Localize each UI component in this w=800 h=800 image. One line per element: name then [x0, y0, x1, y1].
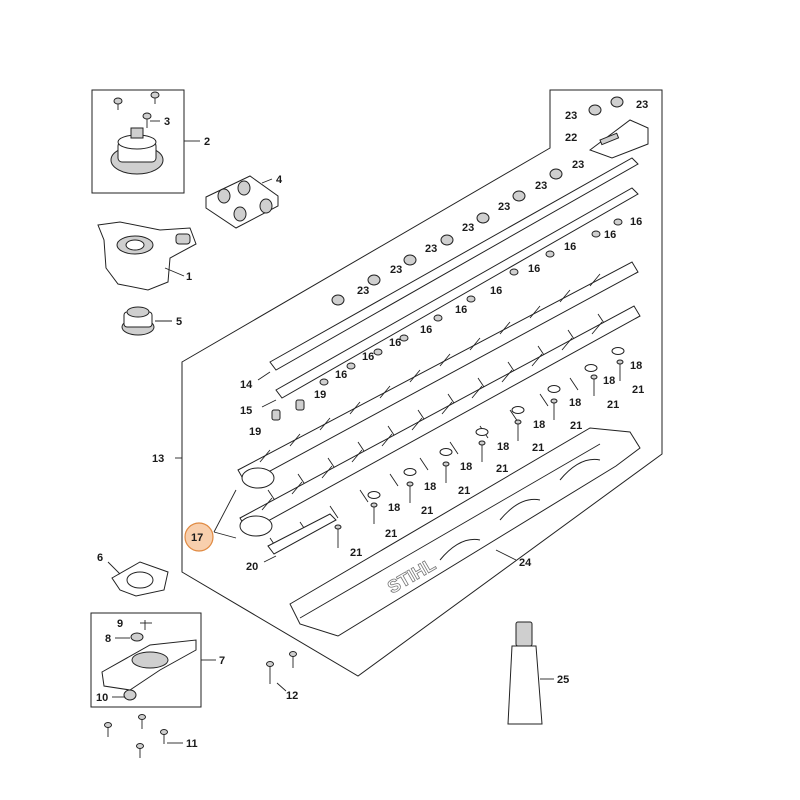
washer-row-16[interactable] [319, 218, 623, 386]
spacer-set-19[interactable] [271, 399, 305, 421]
callout-16-f[interactable]: 16 [490, 285, 502, 297]
callout-18-e[interactable]: 18 [533, 419, 545, 431]
screw-set-11[interactable] [104, 714, 168, 759]
callout-23-b[interactable]: 23 [390, 264, 402, 276]
callout-16-h[interactable]: 16 [564, 241, 576, 253]
base-plate-part[interactable] [101, 620, 197, 701]
callout-18-f[interactable]: 18 [569, 397, 581, 409]
washer-row-18[interactable] [367, 347, 625, 499]
callout-23-e[interactable]: 23 [498, 201, 510, 213]
callout-18-g[interactable]: 18 [603, 375, 615, 387]
callout-10[interactable]: 10 [96, 692, 108, 704]
callout-21-e[interactable]: 21 [496, 463, 508, 475]
callout-5[interactable]: 5 [176, 316, 182, 328]
callout-11[interactable]: 11 [186, 738, 198, 750]
callout-16-a[interactable]: 16 [335, 369, 347, 381]
callout-1[interactable]: 1 [186, 271, 192, 283]
screw-icon-3a [113, 91, 160, 128]
callout-20[interactable]: 20 [246, 561, 258, 573]
assembly-frame [181, 89, 663, 677]
callout-23-g[interactable]: 23 [572, 159, 584, 171]
callout-7[interactable]: 7 [219, 655, 225, 667]
screw-row-21[interactable] [334, 359, 624, 548]
bushing-set-part[interactable] [205, 175, 279, 229]
callout-16-i[interactable]: 16 [604, 229, 616, 241]
callout-25[interactable]: 25 [557, 674, 569, 686]
callout-21-c[interactable]: 21 [421, 505, 433, 517]
callout-24[interactable]: 24 [519, 557, 532, 569]
callout-13[interactable]: 13 [152, 453, 164, 465]
callout-6[interactable]: 6 [97, 552, 103, 564]
callout-16-g[interactable]: 16 [528, 263, 540, 275]
lower-plate-20[interactable] [267, 513, 337, 555]
callout-16-e[interactable]: 16 [455, 304, 467, 316]
callout-23-d[interactable]: 23 [462, 222, 474, 234]
callout-21-h[interactable]: 21 [607, 399, 619, 411]
callout-4[interactable]: 4 [276, 174, 283, 186]
callout-3[interactable]: 3 [164, 116, 170, 128]
callout-21-g[interactable]: 21 [570, 420, 582, 432]
callout-19-a[interactable]: 19 [249, 426, 261, 438]
blade-rail-14[interactable] [269, 157, 639, 371]
callout-16-d[interactable]: 16 [420, 324, 432, 336]
screw-set-12[interactable] [266, 651, 297, 685]
cutter-blade-upper[interactable] [237, 261, 639, 503]
callout-12[interactable]: 12 [286, 690, 298, 702]
callout-16-c[interactable]: 16 [389, 337, 401, 349]
callout-23-f[interactable]: 23 [535, 180, 547, 192]
callout-21-d[interactable]: 21 [458, 485, 470, 497]
callout-18-c[interactable]: 18 [460, 461, 472, 473]
callout-8[interactable]: 8 [105, 633, 111, 645]
nut-part-5[interactable] [121, 306, 155, 336]
callout-17[interactable]: 17 [191, 532, 203, 544]
callout-14[interactable]: 14 [240, 379, 253, 391]
callout-23-i[interactable]: 23 [636, 99, 648, 111]
callout-16-b[interactable]: 16 [362, 351, 374, 363]
callout-2[interactable]: 2 [204, 136, 210, 148]
blade-rail-15[interactable] [275, 187, 639, 399]
callout-23-c[interactable]: 23 [425, 243, 437, 255]
callout-22[interactable]: 22 [565, 132, 577, 144]
callout-18-b[interactable]: 18 [424, 481, 436, 493]
callout-21-a[interactable]: 21 [350, 547, 362, 559]
detail-box-2 [91, 89, 185, 194]
blade-sheath-part[interactable]: STIHL [289, 427, 641, 637]
callout-21-b[interactable]: 21 [385, 528, 397, 540]
callout-15[interactable]: 15 [240, 405, 252, 417]
callout-18-d[interactable]: 18 [497, 441, 509, 453]
callout-21-i[interactable]: 21 [632, 384, 644, 396]
callout-23-h[interactable]: 23 [565, 110, 577, 122]
grease-tube-part[interactable] [507, 621, 543, 725]
callout-19-b[interactable]: 19 [314, 389, 326, 401]
callout-9[interactable]: 9 [117, 618, 123, 630]
callout-21-f[interactable]: 21 [532, 442, 544, 454]
gear-housing-part[interactable] [97, 221, 197, 291]
gasket-part-6[interactable] [111, 561, 169, 597]
callout-16-j[interactable]: 16 [630, 216, 642, 228]
gear-head-part[interactable] [110, 127, 164, 175]
nut-row-23[interactable] [331, 96, 624, 306]
end-guard-part[interactable] [588, 119, 649, 159]
callout-18-a[interactable]: 18 [388, 502, 400, 514]
callout-18-h[interactable]: 18 [630, 360, 642, 372]
callout-23-a[interactable]: 23 [357, 285, 369, 297]
callout-17-highlight[interactable] [184, 522, 214, 552]
